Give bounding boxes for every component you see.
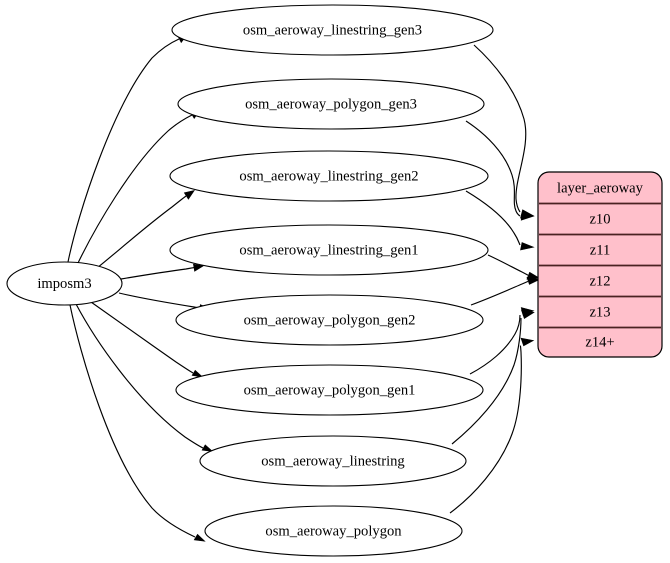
edge-imposm3-to-osm_aeroway_linestring_gen1 bbox=[120, 263, 205, 280]
node-shape[interactable] bbox=[199, 435, 467, 487]
node-osm_aeroway_linestring_gen1[interactable]: osm_aeroway_linestring_gen1 bbox=[169, 224, 489, 276]
arrow-head bbox=[520, 337, 535, 347]
layer-aeroway-header-label: layer_aeroway bbox=[557, 180, 644, 196]
arrow-head bbox=[520, 212, 535, 221]
edge-path bbox=[469, 314, 521, 375]
edge-path bbox=[96, 195, 187, 269]
node-shape[interactable] bbox=[177, 78, 485, 130]
edge-path bbox=[449, 345, 522, 514]
edge-path bbox=[75, 303, 204, 449]
edge-path bbox=[465, 120, 521, 217]
edge-imposm3-to-osm_aeroway_linestring_gen3 bbox=[67, 33, 189, 263]
node-label: osm_aeroway_linestring_gen2 bbox=[239, 168, 418, 184]
node-osm_aeroway_linestring[interactable]: osm_aeroway_linestring bbox=[199, 435, 467, 487]
node-shape[interactable] bbox=[169, 150, 489, 202]
edge-osm_aeroway_linestring_gen1-to-z12 bbox=[487, 254, 541, 280]
arrow-head bbox=[520, 309, 535, 319]
arrow-head bbox=[183, 190, 195, 200]
edge-group-to-layer-aeroway bbox=[449, 44, 541, 514]
node-label: osm_aeroway_polygon_gen3 bbox=[245, 96, 417, 112]
edge-osm_aeroway_polygon_gen2-to-z12 bbox=[470, 277, 541, 306]
node-osm_aeroway_linestring_gen2[interactable]: osm_aeroway_linestring_gen2 bbox=[169, 150, 489, 202]
layer-aeroway-row-z10[interactable]: z10 bbox=[589, 211, 610, 227]
node-layer_aeroway[interactable]: layer_aeroway z10 z11 z12 z13 z14+ bbox=[537, 171, 663, 358]
edge-imposm3-to-osm_aeroway_polygon_gen1 bbox=[90, 301, 204, 378]
edge-path bbox=[487, 254, 529, 276]
edge-imposm3-to-osm_aeroway_linestring_gen2 bbox=[96, 190, 195, 269]
node-shape[interactable] bbox=[169, 224, 489, 276]
edge-osm_aeroway_polygon-to-z14 bbox=[449, 337, 535, 514]
arrow-head bbox=[201, 444, 214, 452]
edge-imposm3-to-osm_aeroway_linestring bbox=[75, 303, 214, 452]
node-label: osm_aeroway_polygon_gen1 bbox=[244, 382, 416, 398]
edge-osm_aeroway_linestring-to-z13 bbox=[451, 309, 535, 445]
layer-aeroway-row-z11[interactable]: z11 bbox=[590, 242, 611, 258]
node-label: osm_aeroway_polygon_gen2 bbox=[244, 312, 416, 328]
edge-path bbox=[118, 292, 201, 309]
node-label: osm_aeroway_linestring_gen1 bbox=[239, 242, 418, 258]
node-shape[interactable] bbox=[204, 505, 463, 557]
node-osm_aeroway_polygon_gen1[interactable]: osm_aeroway_polygon_gen1 bbox=[175, 364, 484, 416]
node-imposm3-label: imposm3 bbox=[37, 276, 91, 292]
layer-aeroway-row-z12[interactable]: z12 bbox=[589, 273, 610, 289]
node-imposm3[interactable]: imposm3 bbox=[6, 261, 123, 306]
layer-aeroway-row-z13[interactable]: z13 bbox=[589, 304, 610, 320]
node-osm_aeroway_polygon_gen3[interactable]: osm_aeroway_polygon_gen3 bbox=[177, 78, 485, 130]
node-osm_aeroway_polygon_gen2[interactable]: osm_aeroway_polygon_gen2 bbox=[175, 294, 484, 346]
arrow-head bbox=[193, 533, 206, 542]
arrow-head bbox=[526, 277, 541, 285]
node-group-source-tables: osm_aeroway_linestring_gen3 osm_aeroway_… bbox=[169, 4, 494, 557]
node-shape[interactable] bbox=[175, 364, 484, 416]
node-osm_aeroway_polygon[interactable]: osm_aeroway_polygon bbox=[204, 505, 463, 557]
node-label: osm_aeroway_linestring_gen3 bbox=[243, 22, 422, 38]
node-osm_aeroway_linestring_gen3[interactable]: osm_aeroway_linestring_gen3 bbox=[171, 4, 494, 56]
node-label: osm_aeroway_linestring bbox=[261, 453, 405, 469]
edge-path bbox=[69, 304, 196, 538]
edge-path bbox=[67, 38, 180, 263]
node-imposm3-shape[interactable] bbox=[6, 261, 123, 306]
node-shape[interactable] bbox=[175, 294, 484, 346]
layer-aeroway-body[interactable] bbox=[537, 171, 663, 358]
edge-path bbox=[451, 317, 522, 445]
layer-aeroway-row-z14[interactable]: z14+ bbox=[585, 334, 614, 350]
arrow-head bbox=[191, 369, 204, 378]
node-shape[interactable] bbox=[171, 4, 494, 56]
edge-osm_aeroway_linestring_gen2-to-z11 bbox=[465, 190, 535, 251]
edge-path bbox=[90, 301, 194, 374]
edge-path bbox=[465, 190, 521, 246]
edge-path bbox=[120, 267, 195, 280]
edge-osm_aeroway_polygon_gen3-to-z10 bbox=[465, 120, 535, 221]
edge-path bbox=[473, 44, 527, 213]
edge-osm_aeroway_linestring_gen3-to-z10 bbox=[473, 44, 535, 219]
edge-imposm3-to-osm_aeroway_polygon bbox=[69, 304, 206, 542]
edge-path bbox=[470, 280, 529, 306]
arrow-head bbox=[193, 263, 205, 272]
arrow-head bbox=[520, 242, 535, 251]
edge-path bbox=[77, 114, 193, 264]
node-label: osm_aeroway_polygon bbox=[265, 523, 402, 539]
